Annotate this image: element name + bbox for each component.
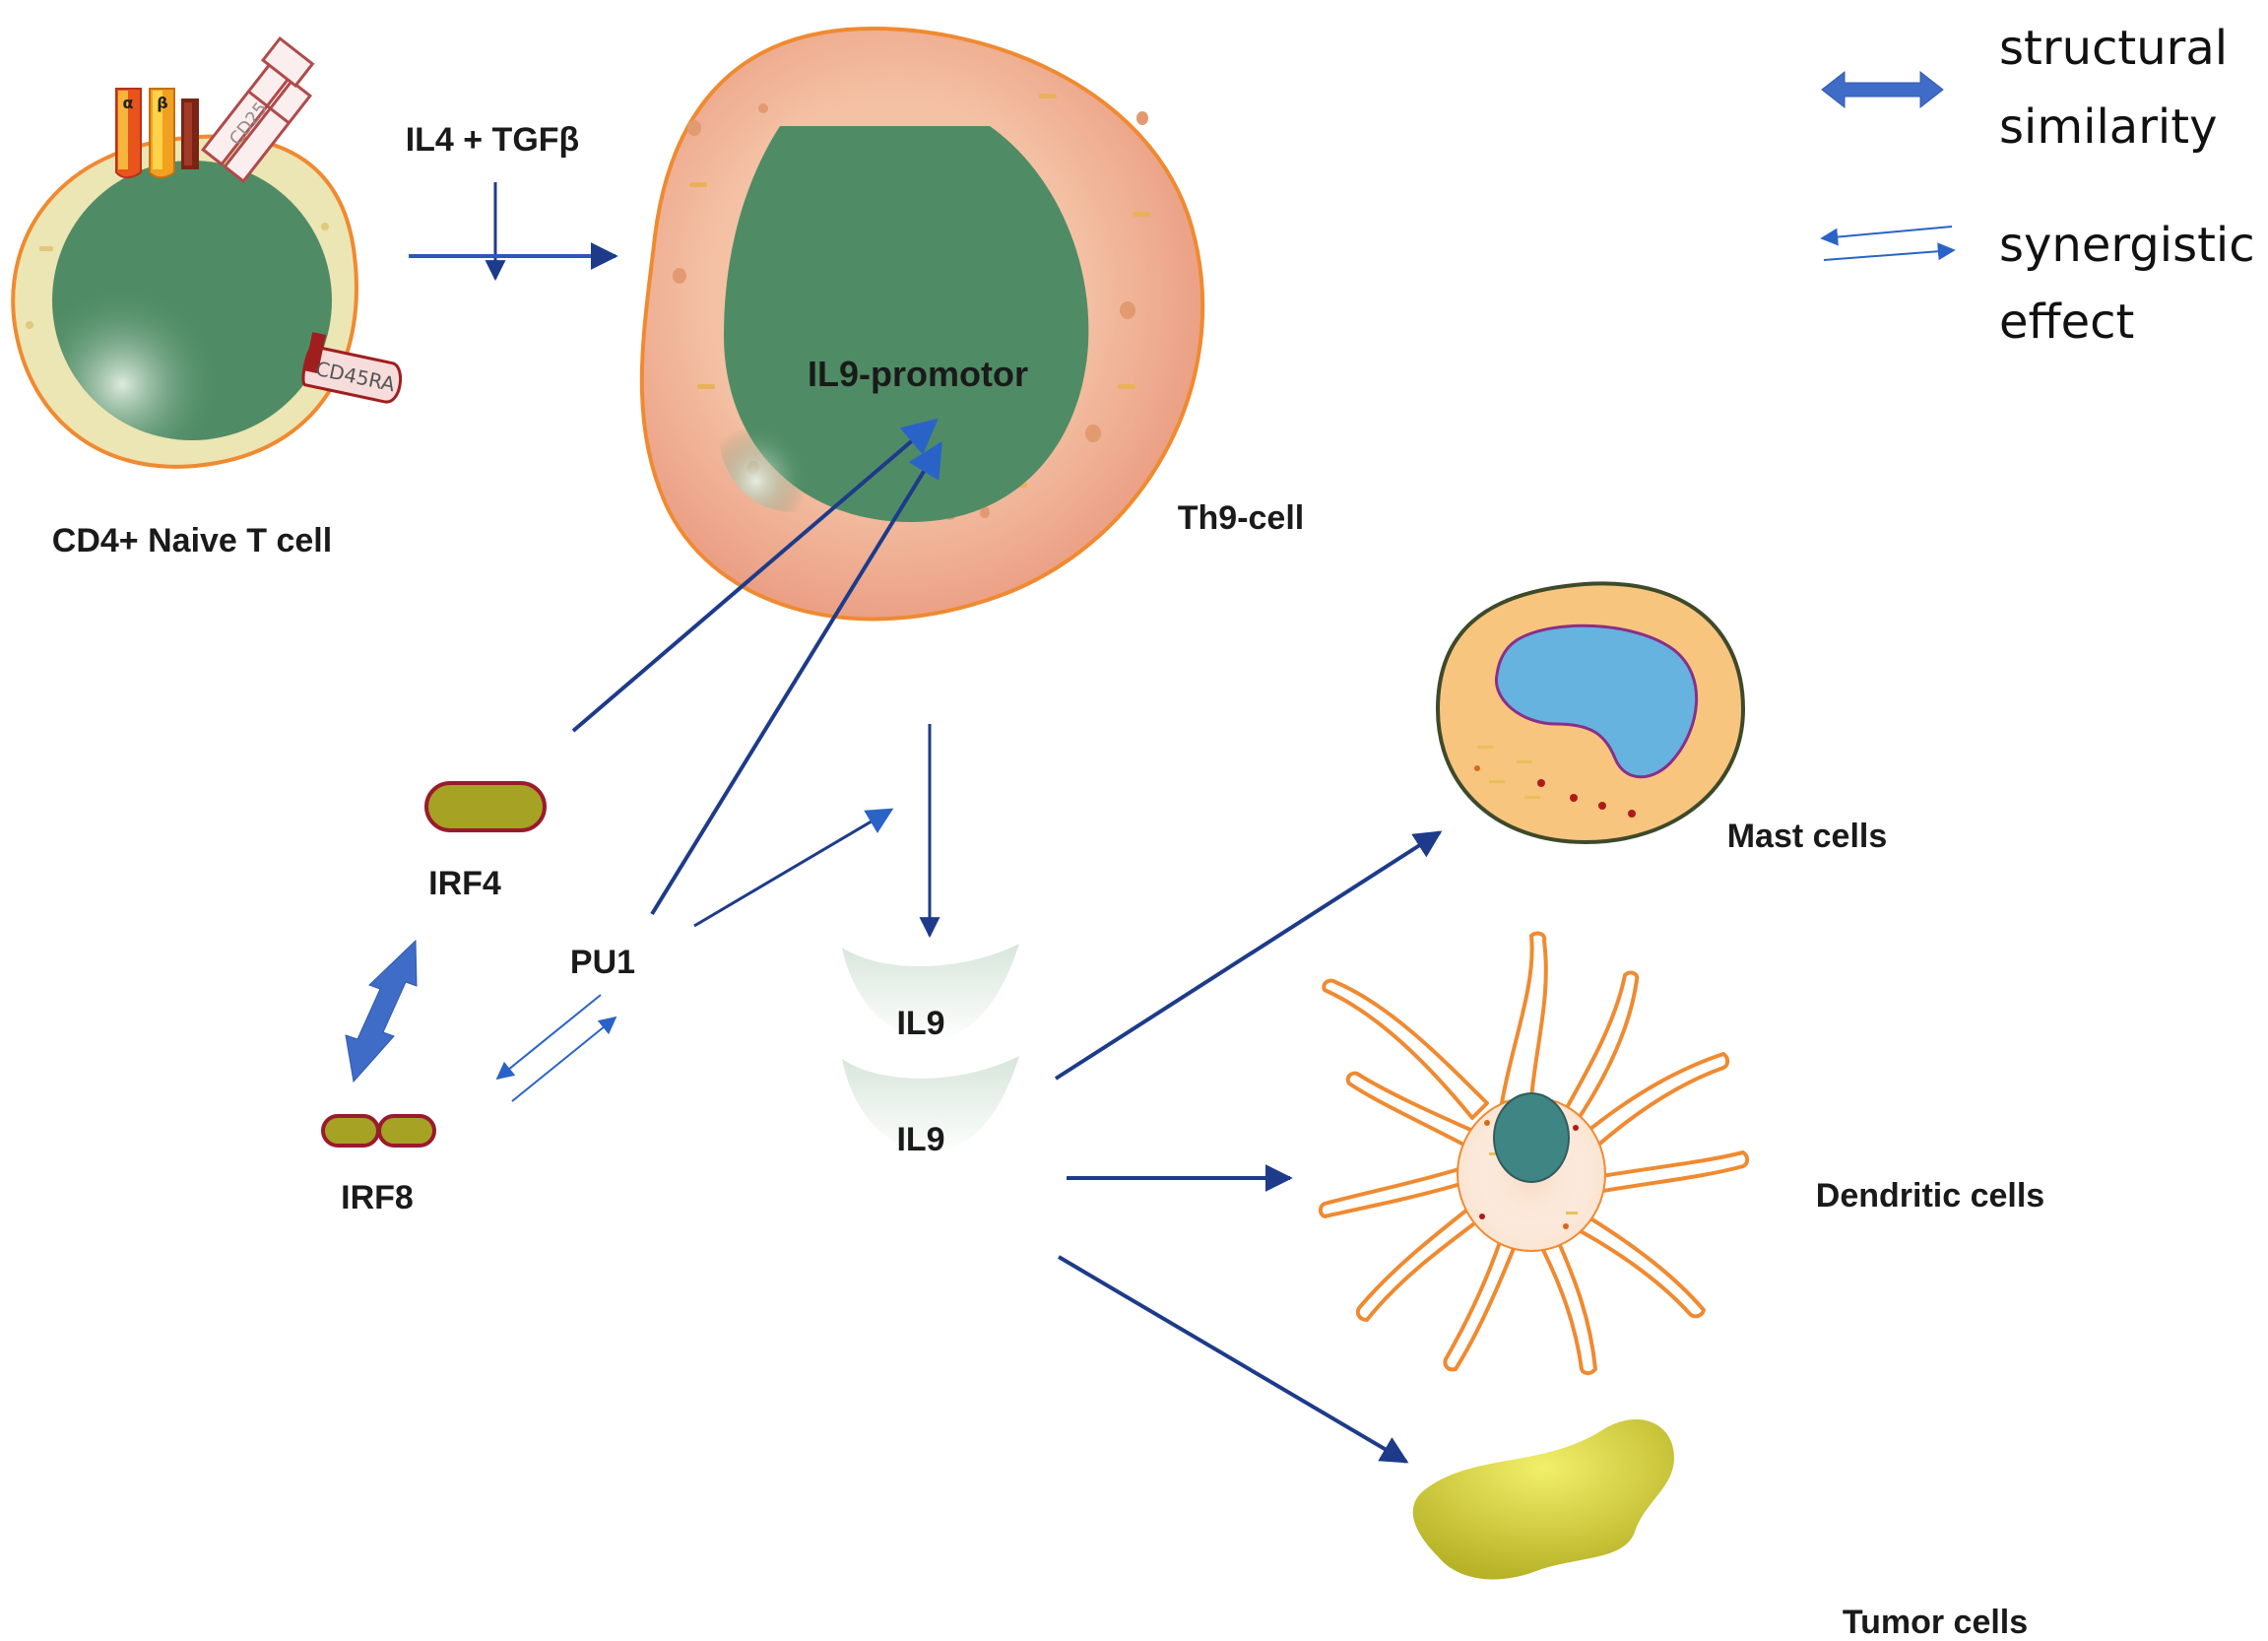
naive-t-cell: α β CD25 CD45RA CD4+ Naive T cell — [11, 35, 402, 559]
dendritic-granules — [1479, 1120, 1579, 1229]
legend: structural similarity synergistic effect — [1820, 21, 2255, 350]
mast-cells-label: Mast cells — [1727, 818, 1888, 855]
dendritic-cell: Dendritic cells — [1318, 931, 2044, 1376]
legend-synergistic-line2: effect — [1999, 295, 2134, 350]
synergy-arrow-to-pu1 — [511, 1016, 617, 1102]
legend-structural-line2: similarity — [1999, 99, 2217, 155]
il9-cytokine-2: IL9 — [842, 1056, 1019, 1158]
legend-structural-arrow — [1821, 70, 1944, 109]
irf8-label: IRF8 — [341, 1179, 414, 1216]
mast-nucleus — [1495, 624, 1698, 779]
pu1-to-il9-arrow — [693, 808, 894, 928]
cd45ra-receptor: CD45RA — [301, 332, 402, 404]
irf8-shape-left — [321, 1114, 380, 1148]
tumor-shape — [1412, 1419, 1674, 1580]
mast-granules — [1474, 746, 1636, 818]
pu1-to-promoter-arrow — [650, 440, 942, 916]
il9-cytokine-1: IL9 — [842, 944, 1019, 1042]
tcr-beta-label: β — [157, 94, 167, 112]
naive-cell-label: CD4+ Naive T cell — [52, 522, 332, 559]
dendritic-nucleus — [1493, 1092, 1570, 1183]
il9-promoter-label: IL9-promotor — [808, 354, 1028, 394]
synergy-arrow-to-irf8 — [495, 994, 602, 1081]
th9-cell: IL9-promotor Th9-cell — [639, 27, 1304, 622]
il9-label-2: IL9 — [896, 1121, 944, 1158]
irf8-shape-right — [377, 1114, 436, 1148]
irf4-shape — [424, 781, 547, 832]
dendritic-cells-label: Dendritic cells — [1816, 1177, 2044, 1214]
irf4-irf8-structural-arrow — [345, 939, 418, 1083]
tcr-alpha-label: α — [123, 94, 134, 112]
irf4-to-promoter-arrow — [571, 418, 939, 733]
dendrites — [1318, 931, 1750, 1376]
il9-to-mast-arrow — [1054, 830, 1443, 1081]
pu1-label: PU1 — [570, 944, 635, 981]
legend-synergistic-line1: synergistic — [1999, 218, 2255, 273]
mast-cell: Mast cells — [1435, 581, 1888, 855]
irf8-factor: IRF8 — [321, 1114, 436, 1216]
legend-structural-line1: structural — [1999, 21, 2228, 76]
irf4-label: IRF4 — [428, 865, 501, 902]
il9-to-tumor-arrow — [1057, 1255, 1409, 1464]
legend-synergy-arrow-right — [1823, 242, 1956, 261]
cd25-receptor: CD25 — [201, 35, 315, 184]
legend-synergy-arrow-left — [1820, 226, 1953, 246]
tumor-cell: Tumor cells — [1412, 1419, 2028, 1641]
stimulus-label: IL4 + TGFβ — [406, 121, 580, 159]
irf4-factor: IRF4 — [424, 781, 547, 902]
tcr-receptor: α β — [115, 88, 199, 179]
th9-cell-label: Th9-cell — [1178, 499, 1304, 537]
il9-label-1: IL9 — [896, 1005, 944, 1042]
tumor-cells-label: Tumor cells — [1843, 1604, 2028, 1641]
